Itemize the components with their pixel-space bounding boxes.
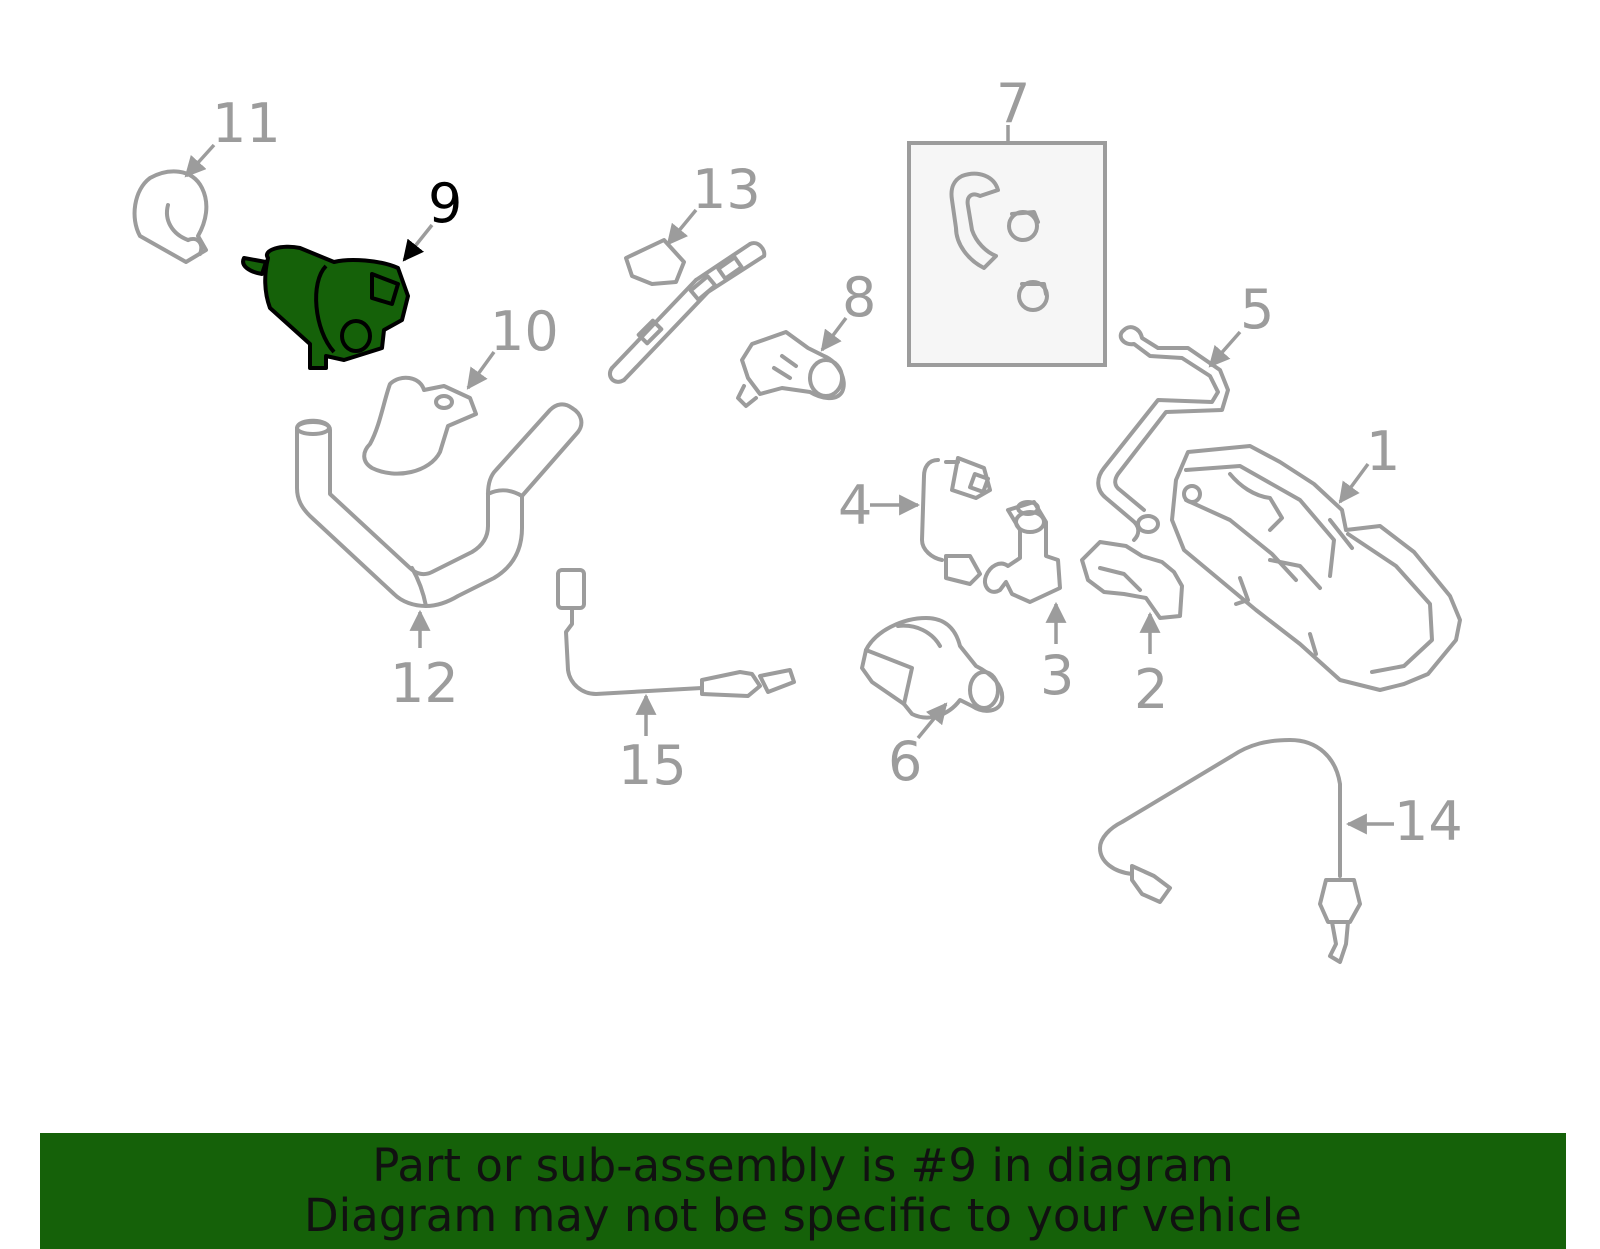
part-4-connector[interactable] bbox=[920, 456, 992, 586]
part-10-bracket[interactable] bbox=[362, 375, 478, 476]
callout-2: 2 bbox=[1134, 658, 1168, 721]
callout-labels: 1 2 3 4 5 6 7 8 9 10 11 12 13 14 15 bbox=[212, 72, 1463, 853]
banner-line-2: Diagram may not be specific to your vehi… bbox=[304, 1189, 1302, 1242]
leader-lines bbox=[184, 125, 1394, 835]
part-14-o2-sensor[interactable] bbox=[1098, 738, 1362, 964]
callout-8: 8 bbox=[842, 266, 876, 329]
part-6-pump[interactable] bbox=[860, 616, 1005, 720]
part-5-tube[interactable] bbox=[1096, 325, 1230, 542]
part-13-line[interactable] bbox=[607, 238, 767, 384]
part-2-bracket[interactable] bbox=[1080, 540, 1184, 620]
banner-line-1: Part or sub-assembly is #9 in diagram bbox=[372, 1139, 1234, 1192]
callout-5: 5 bbox=[1240, 278, 1274, 341]
part-11-clip[interactable] bbox=[132, 169, 209, 264]
callout-10: 10 bbox=[490, 300, 559, 363]
part-7-hose-kit[interactable] bbox=[907, 141, 1107, 367]
part-15-o2-sensor[interactable] bbox=[556, 568, 796, 698]
callout-3: 3 bbox=[1040, 644, 1074, 707]
info-banner: Part or sub-assembly is #9 in diagram Di… bbox=[40, 1133, 1566, 1249]
callout-4: 4 bbox=[838, 474, 872, 537]
callout-11: 11 bbox=[212, 92, 281, 155]
part-1-canister[interactable] bbox=[1170, 444, 1462, 692]
callout-7: 7 bbox=[996, 72, 1030, 135]
part-8-sensor[interactable] bbox=[736, 330, 846, 408]
callout-6: 6 bbox=[888, 730, 922, 793]
callout-13: 13 bbox=[692, 158, 761, 221]
part-12-hose[interactable] bbox=[295, 402, 584, 608]
callout-14: 14 bbox=[1394, 790, 1463, 853]
part-9-purge-valve[interactable] bbox=[241, 244, 410, 370]
part-3-valve[interactable] bbox=[983, 500, 1062, 604]
callout-15: 15 bbox=[618, 734, 687, 797]
callout-12: 12 bbox=[390, 652, 459, 715]
callout-1: 1 bbox=[1366, 420, 1400, 483]
callout-9[interactable]: 9 bbox=[428, 172, 462, 235]
